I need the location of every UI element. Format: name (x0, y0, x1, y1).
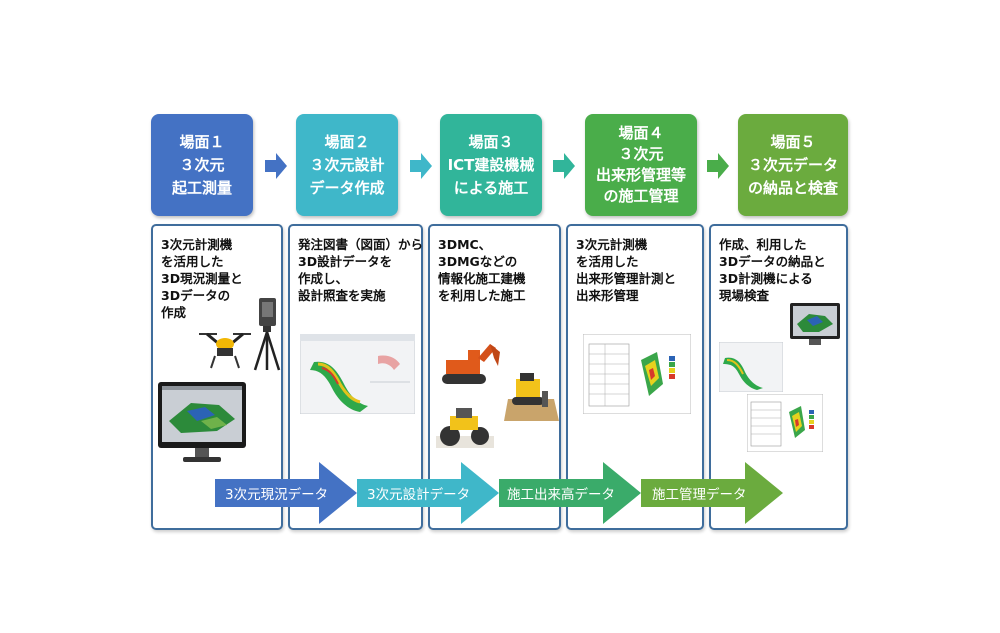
scene-4-header: 場面４ ３次元 出来形管理等 の施工管理 (585, 114, 697, 216)
scene-3-title: 場面３ (468, 132, 514, 151)
3d-design-model-image (300, 334, 415, 414)
drone-image (199, 332, 251, 369)
desc-line: 作成、利用した (719, 237, 807, 252)
flow-label-construction-data: 施工出来高データ (507, 487, 615, 503)
scene-2-description: 発注図書（図面）から 3D設計データを 作成し、 設計照査を実施 (298, 236, 423, 304)
flow-arrow-survey-data (215, 462, 357, 524)
desc-line: を利用した施工 (438, 288, 526, 303)
scene-3-header: 場面３ ICT建設機械 による施工 (440, 114, 542, 216)
scene-1-title: 場面１ (179, 132, 225, 151)
desc-line: 作成 (161, 305, 187, 320)
step-arrow-4 (707, 153, 729, 179)
flow-arrow-construction-data (499, 462, 641, 524)
scene-4-line-2: ３次元 (618, 145, 664, 163)
excavator-image (442, 344, 500, 384)
desc-line: 3D計測機による (719, 271, 813, 286)
scene-5-header: 場面５ ３次元データ の納品と検査 (738, 114, 848, 216)
flow-arrow-management-data (641, 462, 783, 524)
inspection-report-image (747, 394, 823, 452)
flow-label-management-data: 施工管理データ (652, 487, 747, 503)
scene-1-panel: 3次元計測機 を活用した 3D現況測量と 3Dデータの 作成 (151, 224, 283, 530)
scene-1-line-3: 起工測量 (171, 178, 232, 197)
step-arrow-3 (553, 153, 575, 179)
road-roller-image (436, 408, 494, 448)
desc-line: 設計照査を実施 (298, 288, 386, 303)
desc-line: 作成し、 (298, 271, 349, 286)
delivery-3d-model-image (719, 342, 783, 392)
flow-label-design-data: 3次元設計データ (367, 487, 471, 503)
desc-line: 3次元計測機 (576, 237, 648, 252)
scene-3-description: 3DMC、 3DMGなどの 情報化施工建機 を利用した施工 (438, 236, 526, 304)
step-arrow-1 (265, 153, 287, 179)
scene-2-line-2: ３次元設計 (309, 155, 385, 174)
desc-line: 発注図書（図面）から (298, 237, 424, 252)
monitor-3d-terrain-image (158, 382, 246, 462)
scene-1-description: 3次元計測機 を活用した 3D現況測量と 3Dデータの 作成 (161, 236, 243, 321)
scene-4-line-3: 出来形管理等 (595, 166, 686, 184)
scene-5-title: 場面５ (770, 132, 816, 151)
scene-2-line-3: データ作成 (309, 178, 385, 197)
desc-line: 3D現況測量と (161, 271, 243, 286)
desc-line: 3DMGなどの (438, 254, 518, 269)
desc-line: を活用した (161, 254, 224, 269)
desc-line: 出来形管理 (576, 288, 639, 303)
scene-1-line-2: ３次元 (179, 155, 225, 174)
scene-3-line-2: ICT建設機械 (447, 155, 535, 174)
desc-line: 3Dデータの (161, 288, 231, 303)
delivery-monitor-image (790, 303, 840, 345)
scene-5-line-2: ３次元データ (747, 155, 838, 174)
flow-arrow-design-data (357, 462, 499, 524)
desc-line: 情報化施工建機 (438, 271, 526, 286)
flow-label-survey-data: 3次元現況データ (225, 487, 329, 503)
scene-3-line-3: による施工 (453, 178, 529, 197)
desc-line: 3次元計測機 (161, 237, 233, 252)
step-arrow-2 (410, 153, 432, 179)
scene-1-header: 場面１ ３次元 起工測量 (151, 114, 253, 216)
desc-line: 出来形管理計測と (576, 271, 677, 286)
laser-scanner-image (253, 298, 281, 371)
scene-5-description: 作成、利用した 3Dデータの納品と 3D計測機による 現場検査 (719, 236, 826, 304)
desc-line: 3Dデータの納品と (719, 254, 826, 269)
desc-line: 現場検査 (719, 288, 770, 303)
desc-line: 3DMC、 (438, 237, 492, 252)
as-built-report-image (583, 334, 691, 414)
scene-2-title: 場面２ (324, 132, 370, 151)
scene-4-line-4: の施工管理 (603, 187, 679, 205)
desc-line: を活用した (576, 254, 639, 269)
bulldozer-image (504, 373, 559, 421)
scene-4-description: 3次元計測機 を活用した 出来形管理計測と 出来形管理 (576, 236, 676, 304)
scene-2-header: 場面２ ３次元設計 データ作成 (296, 114, 398, 216)
desc-line: 3D設計データを (298, 254, 393, 269)
scene-4-title: 場面４ (618, 124, 664, 142)
scene-5-line-3: の納品と検査 (747, 178, 838, 197)
